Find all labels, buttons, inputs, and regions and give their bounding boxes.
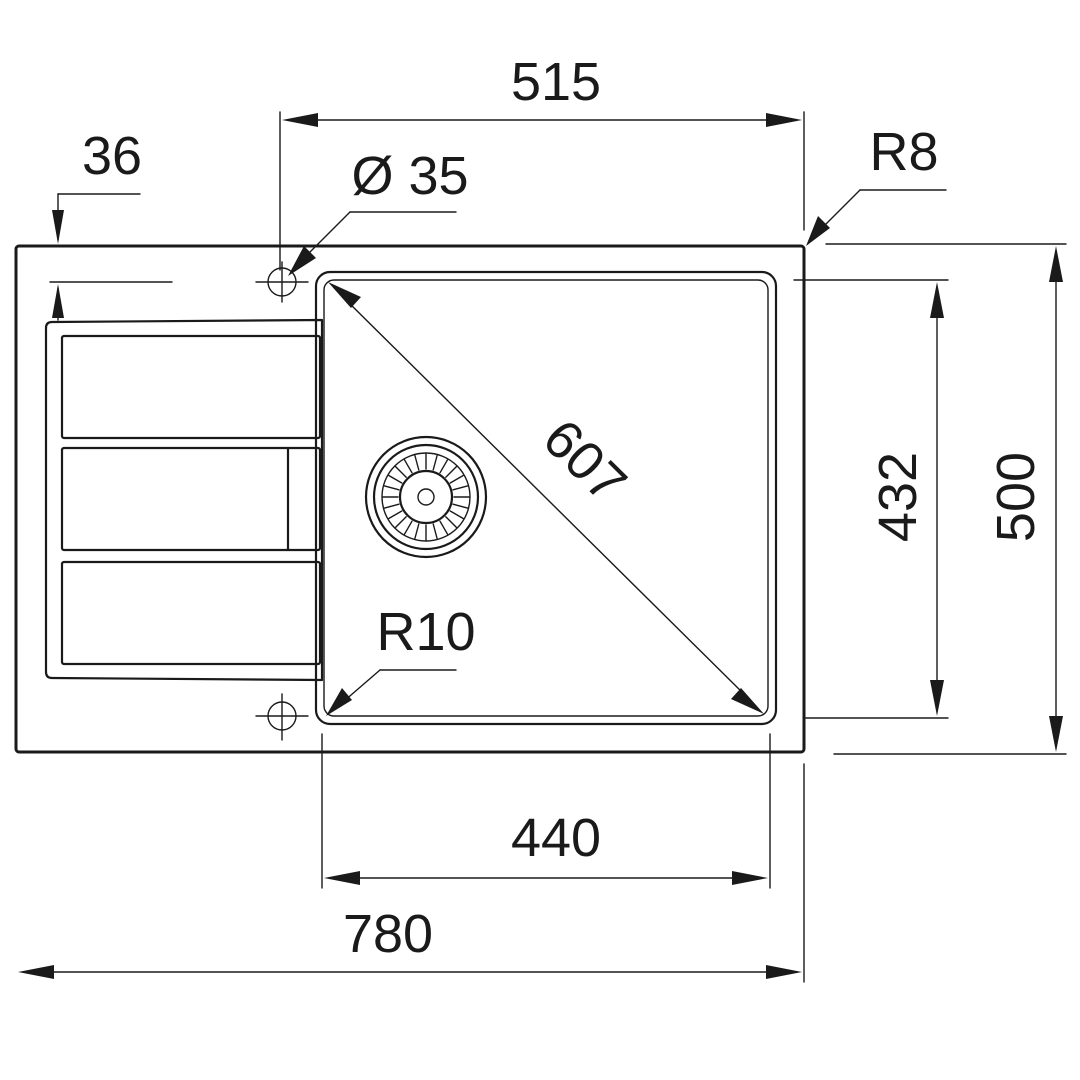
drainer-outline [44, 318, 324, 682]
dimension-diagonal [328, 282, 764, 714]
dimension-outer-radius [806, 189, 947, 246]
drainer-rib-middle [60, 446, 322, 552]
sink-outer-outline [14, 244, 806, 754]
bowl-inner-edge [323, 279, 769, 717]
strainer-slot [432, 454, 438, 471]
label-inner-radius: R10 [376, 602, 475, 662]
strainer-slot [445, 465, 458, 478]
dimension-outer-height [825, 243, 1067, 755]
label-outer-height: 500 [986, 452, 1046, 542]
strainer-slot [394, 465, 407, 478]
strainer-slot [403, 459, 413, 474]
strainer-slot [449, 474, 464, 484]
dimension-bowl-width [321, 733, 771, 889]
strainer-slot [414, 523, 420, 540]
strainer-slot [403, 520, 413, 535]
label-top-width: 515 [511, 52, 601, 112]
dimension-tap-hole [288, 211, 457, 276]
label-tap-hole: Ø 35 [351, 146, 468, 206]
strainer-slot [388, 474, 403, 484]
label-diagonal: 607 [532, 408, 638, 514]
label-outer-radius: R8 [869, 122, 938, 182]
strainer-slot [445, 516, 458, 529]
strainer-slot [394, 516, 407, 529]
tap-hole-top-icon [255, 261, 309, 303]
strainer-slot [452, 503, 469, 509]
dimension-inner-radius [326, 669, 457, 716]
drain-strainer-icon [364, 435, 488, 559]
dimension-inner-height [793, 279, 949, 719]
label-inner-height: 432 [868, 452, 928, 542]
dimension-top-width [279, 111, 805, 271]
strainer-slot [383, 485, 400, 491]
label-drain-offset: 36 [82, 126, 142, 186]
strainer-slot [383, 503, 400, 509]
strainer-slot [388, 510, 403, 520]
label-total-width: 780 [343, 904, 433, 964]
strainer-slot [439, 459, 449, 474]
dimension-drain-offset [49, 193, 173, 321]
label-bowl-width: 440 [511, 808, 601, 868]
tap-hole-bottom-icon [255, 693, 309, 741]
dimension-total-width [18, 763, 805, 983]
strainer-slot [452, 485, 469, 491]
strainer-slot [439, 520, 449, 535]
drainer-rib-bottom [60, 560, 322, 666]
strainer-slot [449, 510, 464, 520]
strainer-slot [432, 523, 438, 540]
drainer-rib-top [60, 334, 322, 440]
strainer-slot [414, 454, 420, 471]
